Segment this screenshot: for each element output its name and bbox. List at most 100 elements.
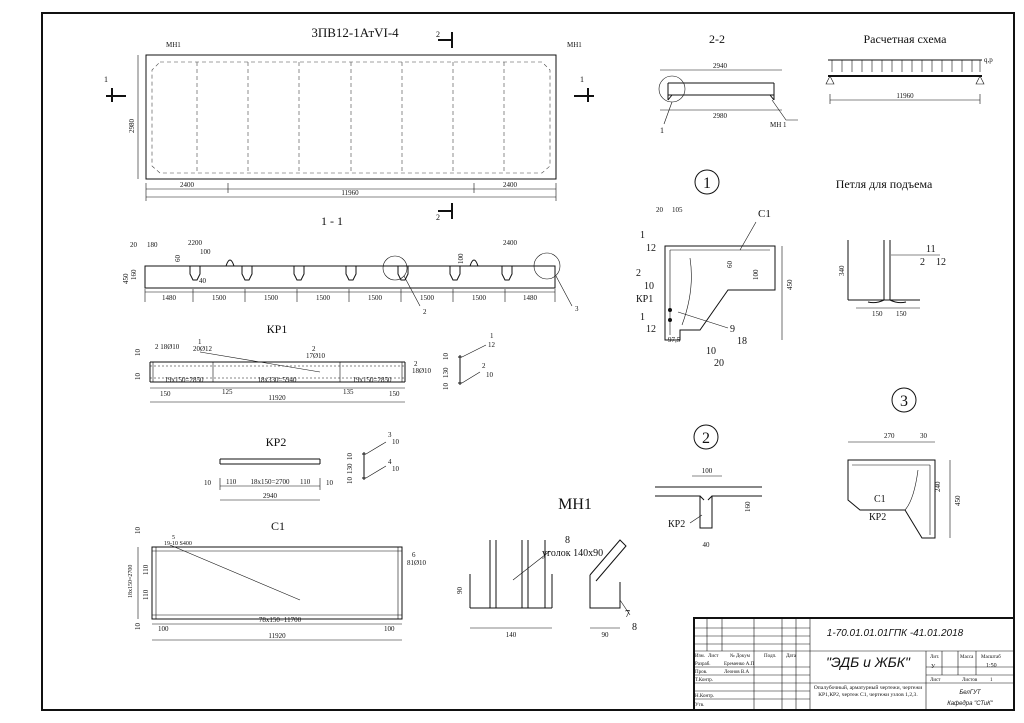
loop-dim-150a: 150 <box>872 310 883 318</box>
c1-dim-110b: 110 <box>142 589 150 600</box>
node-3-label-kp2: КР2 <box>869 512 886 523</box>
plan-dim-right: 2400 <box>503 181 518 189</box>
kp1-dim-10b: 10 <box>134 373 142 381</box>
section-11-dim-seg: 1500 <box>212 294 227 302</box>
mn1-angle: уголок 140х90 <box>542 548 603 559</box>
stamp-prov-name: Леонов В.А <box>724 670 749 675</box>
title-block: 1-70.01.01.01ГПК -41.01.2018 "ЭДБ и ЖБК"… <box>693 617 1015 711</box>
loop-title: Петля для подъема <box>836 177 933 191</box>
section-11-dim-60: 60 <box>174 255 182 263</box>
kp1-dim-150a: 150 <box>160 390 171 398</box>
node-3-dim-450: 450 <box>954 495 962 506</box>
kp1-seg3: 19x150=2850 <box>353 376 392 384</box>
kp1-cs-label-12: 12 <box>488 341 496 349</box>
node-1: 1 20 105 С1 1 12 2 10 КР1 1 12 60 100 45… <box>636 169 794 369</box>
design-scheme: Расчетная схема q,p 11960 <box>825 32 993 104</box>
kp1-dim-135: 135 <box>343 388 354 396</box>
loop-dim-340: 340 <box>838 265 846 276</box>
kp1-label-right: 2 <box>414 360 418 368</box>
kp1-label-right-b: 18Ø10 <box>412 367 432 375</box>
c1-drawing: С1 5 19-10 S400 6 81Ø10 10 110 110 10 18… <box>128 519 427 641</box>
kp1-total: 11920 <box>268 394 286 402</box>
kp2-cs-dim-10: 10 <box>346 453 354 461</box>
loop-label-12: 12 <box>936 257 946 268</box>
mn1-drawing: МН1 8 уголок 140х90 90 140 90 7 8 <box>456 496 637 639</box>
node-1-dim-105: 105 <box>672 206 683 214</box>
node-2-label-kp2: КР2 <box>668 519 685 530</box>
section-11-dim-100b: 100 <box>457 253 465 264</box>
stamp-razrab: Разраб. <box>695 662 711 667</box>
node-1-label-1b: 1 <box>640 312 645 323</box>
c1-label-5b: 19-10 S400 <box>164 541 192 547</box>
section-11-dim-2400: 2400 <box>503 239 518 247</box>
kp1-cs-dim-10: 10 <box>442 353 450 361</box>
kp2-drawing: КР2 10 110 18x150=2700 110 10 2940 3 10 … <box>204 431 400 501</box>
section-2-2: 2-2 2940 2980 1 МН 1 <box>658 32 798 135</box>
kp1-cs-label-2: 2 <box>482 362 486 370</box>
c1-total: 11920 <box>268 632 286 640</box>
stamp-utv: Утв. <box>695 703 704 708</box>
node-1-label-1: 1 <box>640 230 645 241</box>
kp2-cs-label-10b: 10 <box>392 465 400 473</box>
mn1-dim-140: 140 <box>506 631 517 639</box>
c1-side: 18x150=2700 <box>128 565 134 598</box>
node-2-number: 2 <box>702 430 710 447</box>
loop-label-2: 2 <box>920 257 925 268</box>
c1-dim-100b: 100 <box>384 625 395 633</box>
c1-label-6b: 81Ø10 <box>407 559 427 567</box>
section-1-1: 1 - 1 2 3 20 180 2200 100 60 160 450 40 … <box>122 214 579 316</box>
node-1-label-18: 18 <box>737 336 747 347</box>
node-1-label-10b: 10 <box>706 346 716 357</box>
stamp-h-izm: Изм. <box>695 654 705 659</box>
stamp-sheets-val: 1 <box>990 678 993 683</box>
scheme-span: 11960 <box>896 92 914 100</box>
section-22-dim-top: 2940 <box>713 62 728 70</box>
sheet-frame <box>41 12 1015 711</box>
plan-hidden-ribs <box>196 62 505 173</box>
section-11-dim-2200: 2200 <box>188 239 203 247</box>
stamp-h-sign: Подп. <box>764 654 776 659</box>
mn1-label-8: 8 <box>565 535 570 546</box>
stamp-org: "ЭДБ и ЖБК" <box>826 654 911 670</box>
plan-outline <box>145 54 557 180</box>
section-11-title: 1 - 1 <box>321 214 343 228</box>
kp1-drawing: КР1 2 18Ø10 1 20Ø12 2 17Ø10 2 18Ø10 10 1… <box>134 322 496 403</box>
node-1-label-2: 2 <box>636 268 641 279</box>
section-11-dim-seg: 1500 <box>316 294 331 302</box>
kp1-cs-label-10: 10 <box>486 371 494 379</box>
section-11-callout-3: 3 <box>575 305 579 313</box>
plan-section-bottom: 2 <box>436 213 440 222</box>
stamp-h-lit: Лит. <box>930 655 939 660</box>
node-1-label-20: 20 <box>714 358 724 369</box>
kp1-label-2b: 17Ø10 <box>306 352 326 360</box>
section-11-dim-seg: 1480 <box>523 294 538 302</box>
stamp-desc: Опалубочный, арматурный чертежи, чертежи… <box>813 685 923 698</box>
stamp-tkontr: Т.Контр. <box>695 678 713 683</box>
stamp-uni: БелГУТ <box>959 690 982 696</box>
plan-section-right: 1 <box>580 75 584 84</box>
c1-title: С1 <box>271 519 285 533</box>
section-11-dim-seg: 1500 <box>472 294 487 302</box>
scheme-title: Расчетная схема <box>864 32 948 46</box>
c1-dim-10t: 10 <box>134 527 142 535</box>
kp1-title: КР1 <box>267 322 288 336</box>
stamp-prov: Пров. <box>695 670 707 675</box>
plan-mark-right: МН1 <box>567 41 582 49</box>
c1-dim-110a: 110 <box>142 564 150 575</box>
section-11-dim-180: 180 <box>147 241 158 249</box>
kp1-cs-dim-130: 130 <box>442 367 450 378</box>
mn1-dim-90b: 90 <box>602 631 610 639</box>
node-1-label-c1: С1 <box>758 208 771 220</box>
plan-view: 3ПВ12-1АтVI-4 МН1 МН1 2 2 1 1 2980 2400 … <box>104 25 594 222</box>
section-11-dim-seg: 1480 <box>162 294 177 302</box>
kp2-cs-dim-130: 130 <box>346 463 354 474</box>
kp1-cs-dim-10b: 10 <box>442 383 450 391</box>
node-1-label-10: 10 <box>644 281 654 292</box>
section-11-dim-160: 160 <box>130 269 138 280</box>
c1-dim-100a: 100 <box>158 625 169 633</box>
node-1-label-kp1: КР1 <box>636 294 653 305</box>
plan-dim-height: 2980 <box>128 119 136 134</box>
node-3-dim-30: 30 <box>920 432 928 440</box>
section-11-dim-100: 100 <box>200 248 211 256</box>
kp2-dim-110a: 110 <box>226 478 237 486</box>
